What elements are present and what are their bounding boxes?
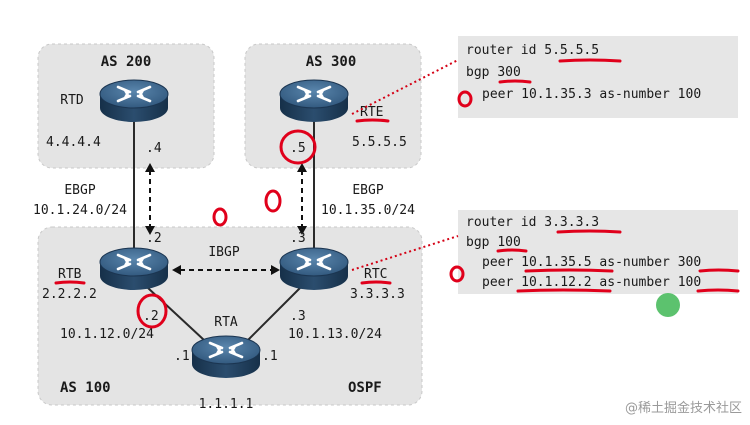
rte-port: .5	[290, 141, 306, 156]
router-rtd-icon	[98, 78, 170, 124]
ebgp-left-subnet: 10.1.24.0/24	[33, 203, 127, 218]
watermark: @稀土掘金技术社区	[625, 400, 742, 416]
underline-rtc-routerid	[556, 229, 622, 234]
as100-title: AS 100	[60, 380, 111, 396]
ebgp-left-label: EBGP	[64, 183, 95, 198]
mark-rte-circle	[457, 90, 473, 108]
rtd-name: RTD	[60, 93, 84, 108]
rtb-name: RTB	[58, 267, 82, 282]
rtb-port-bottom: .2	[143, 309, 159, 324]
rtc-id: 3.3.3.3	[350, 287, 405, 302]
rta-name: RTA	[214, 315, 238, 330]
rtc-port-bottom: .3	[290, 309, 306, 324]
rtd-id: 4.4.4.4	[46, 135, 101, 150]
config-rte-line2: bgp 300	[466, 65, 521, 80]
underline-rtc-ip2	[516, 288, 612, 293]
underline-rtc-ip1	[524, 268, 614, 273]
underline-rte-name	[355, 118, 390, 123]
underline-rtc-name	[360, 280, 392, 285]
config-rtc-line3: peer 10.1.35.5 as-number 300	[482, 255, 701, 270]
rtc-port-top: .3	[290, 231, 306, 246]
red-annotations	[54, 58, 740, 329]
ibgp-arrow	[172, 265, 280, 275]
config-rte-box	[458, 36, 738, 118]
config-rtc-box	[458, 210, 738, 294]
link-rtc-rta	[247, 287, 301, 341]
ibgp-label: IBGP	[208, 245, 239, 260]
underline-rtc-as1	[698, 268, 740, 273]
config-rtc-line2: bgp 100	[466, 235, 521, 250]
underline-rtb-name	[54, 280, 86, 285]
mark-left-circle	[264, 189, 282, 213]
as300-title: AS 300	[306, 54, 357, 70]
mark-rtc-circle	[449, 265, 465, 283]
rtd-port: .4	[146, 141, 162, 156]
router-rtc-icon	[278, 246, 350, 292]
config-rte-line3: peer 10.1.35.3 as-number 100	[482, 87, 701, 102]
ospf-title: OSPF	[348, 380, 382, 396]
underline-rtc-as2	[696, 288, 740, 293]
ebgp-right-label: EBGP	[352, 183, 383, 198]
callout-rtc	[351, 235, 459, 271]
rte-name: RTE	[360, 105, 383, 120]
underline-rte-routerid	[558, 58, 622, 63]
underline-rte-bgp	[498, 79, 532, 84]
ebgp-right-arrow	[297, 163, 307, 235]
rta-id: 1.1.1.1	[199, 397, 254, 412]
subnet-b-a: 10.1.12.0/24	[60, 327, 154, 342]
rta-port-left: .1	[174, 349, 190, 364]
rtb-port-top: .2	[146, 231, 162, 246]
router-rtb-icon	[98, 246, 170, 292]
config-rtc-line4: peer 10.1.12.2 as-number 100	[482, 275, 701, 290]
router-rta-icon	[190, 334, 262, 380]
green-dot	[656, 293, 680, 317]
config-rte-line1: router id 5.5.5.5	[466, 43, 599, 58]
rta-port-right: .1	[262, 349, 278, 364]
rtc-name: RTC	[364, 267, 387, 282]
circle-rte-port	[279, 129, 317, 165]
config-rtc-line1: router id 3.3.3.3	[466, 215, 599, 230]
mark-mid-circle	[212, 207, 228, 227]
as200-title: AS 200	[101, 54, 152, 70]
rte-id: 5.5.5.5	[352, 135, 407, 150]
ebgp-left-arrow	[145, 163, 155, 235]
subnet-c-a: 10.1.13.0/24	[288, 327, 382, 342]
circle-rtb-port	[136, 293, 168, 329]
router-rte-icon	[278, 78, 350, 124]
rtb-id: 2.2.2.2	[42, 287, 97, 302]
ebgp-right-subnet: 10.1.35.0/24	[321, 203, 415, 218]
underline-rtc-bgp	[496, 248, 528, 253]
